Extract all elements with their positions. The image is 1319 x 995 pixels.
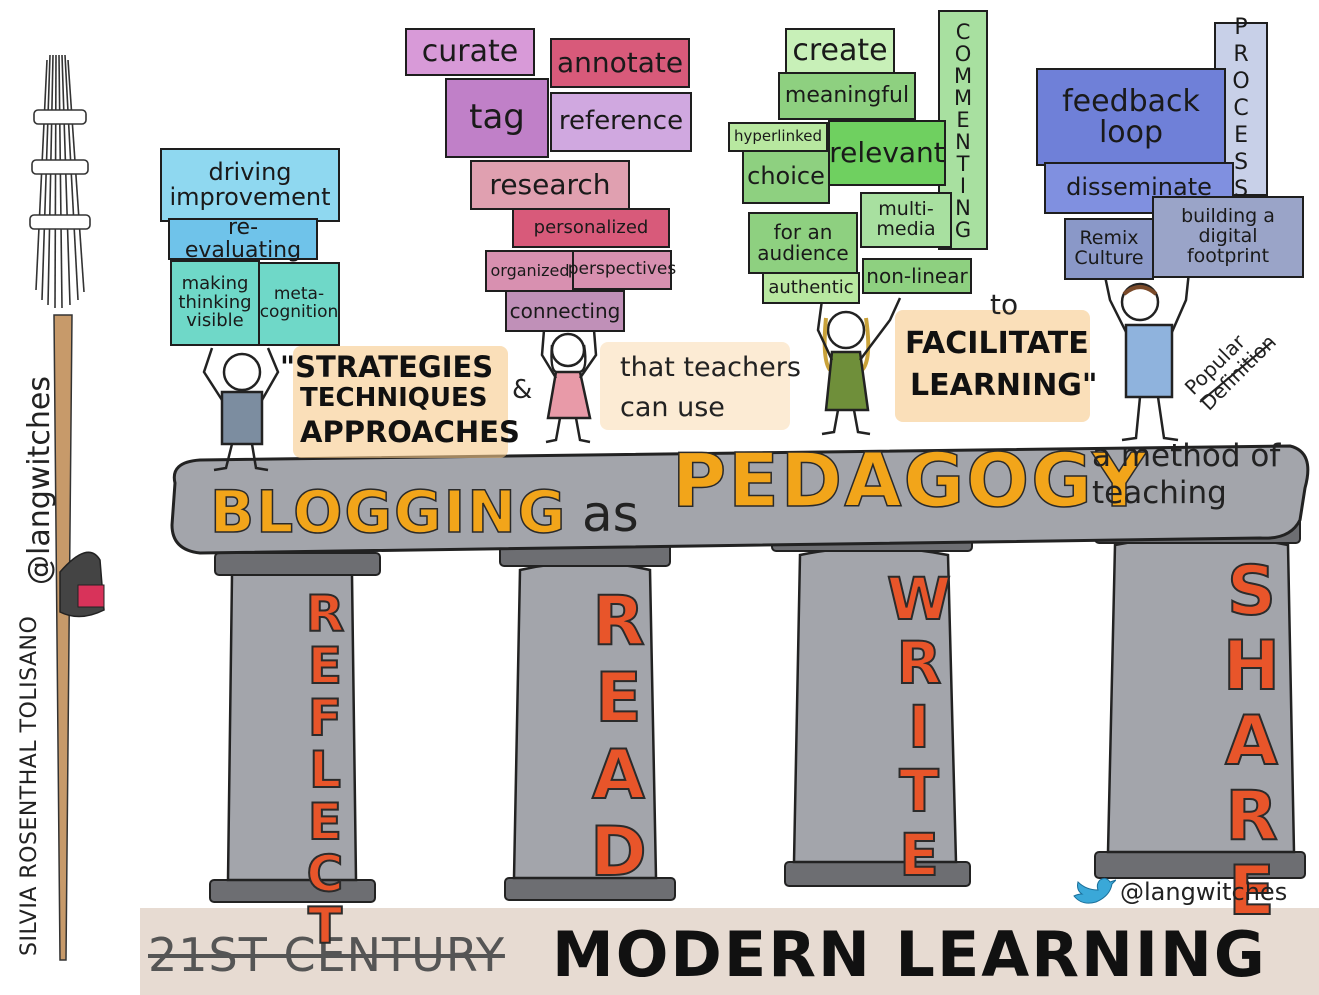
pillar-write: WRITE — [884, 564, 954, 886]
sign-relevant: relevant — [828, 120, 946, 186]
title-definition: a method of teaching — [1092, 438, 1281, 512]
title-pedagogy: PEDAGOGY — [671, 437, 1148, 525]
sign-hyperlinked: hyperlinked — [728, 122, 828, 152]
sign-tag: tag — [445, 78, 549, 158]
sign-meaningful: meaningful — [778, 72, 916, 120]
quote-bg-2 — [600, 342, 790, 430]
sign-organized: organized — [485, 250, 575, 292]
sign-connecting: connecting — [505, 290, 625, 332]
pillar-read: READ — [578, 581, 659, 891]
sign-driving-improvement: driving improvement — [160, 148, 340, 222]
quote-bg-3 — [895, 310, 1090, 422]
sign-multi-media: multi-media — [860, 192, 952, 248]
quote-amp: & — [512, 375, 533, 405]
sign-create: create — [785, 28, 895, 74]
quote-bg-1 — [293, 346, 508, 458]
twitter-bird-icon — [1072, 876, 1117, 910]
quote-approaches: APPROACHES — [300, 415, 520, 449]
sign-feedback-loop: feedback loop — [1036, 68, 1226, 166]
sign-digital-footprint: building a digital footprint — [1152, 196, 1304, 278]
sign-perspectives: perspectives — [568, 250, 676, 290]
sign-non-linear: non-linear — [862, 258, 972, 294]
quote-strategies: "STRATEGIES — [280, 350, 494, 384]
figure-write — [816, 297, 902, 436]
quote-facilitate: FACILITATE — [905, 326, 1089, 361]
figure-read — [540, 329, 598, 444]
sign-personalized: personalized — [512, 208, 670, 248]
sign-meta-cognition: meta-cognition — [258, 262, 340, 346]
title-as: as — [582, 485, 639, 543]
sign-re-evaluating: re-evaluating — [168, 216, 318, 262]
crossed-21st-century: 21ST CENTURY — [148, 928, 505, 982]
sign-for-an-audience: for an audience — [748, 212, 858, 274]
title-blogging: BLOGGING — [209, 477, 568, 547]
modern-learning: MODERN LEARNING — [552, 918, 1267, 991]
quote-can-use: can use — [620, 392, 725, 423]
sign-curate: curate — [405, 28, 535, 76]
broom-illustration — [29, 54, 105, 961]
twitter-handle: @langwitches — [1120, 878, 1288, 906]
sign-remix-culture: Remix Culture — [1064, 218, 1154, 280]
quote-techniques: TECHNIQUES — [300, 383, 488, 413]
sign-authentic: authentic — [762, 272, 860, 304]
sign-reference: reference — [550, 92, 692, 152]
ground — [140, 908, 1319, 995]
sign-choice: choice — [742, 150, 830, 204]
figure-reflect — [202, 347, 280, 472]
sign-research: research — [470, 160, 630, 210]
quote-that-teachers: that teachers — [620, 352, 801, 383]
figure-share — [1100, 261, 1192, 442]
sign-making-thinking-visible: making thinking visible — [170, 260, 260, 346]
quote-learning: LEARNING" — [910, 368, 1098, 403]
quote-to: to — [990, 288, 1019, 321]
sign-annotate: annotate — [550, 38, 690, 88]
